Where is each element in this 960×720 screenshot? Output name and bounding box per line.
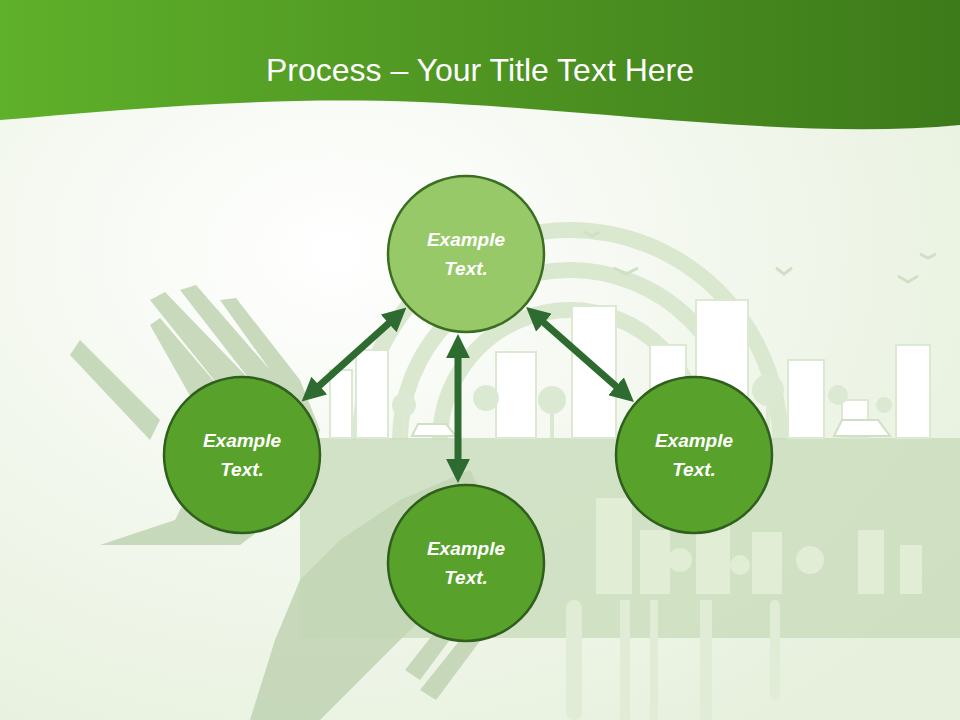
double-arrow bbox=[535, 315, 625, 394]
header-band bbox=[0, 0, 960, 129]
double-arrow bbox=[455, 346, 462, 471]
node-text: Example Text. bbox=[192, 426, 293, 484]
birds bbox=[584, 232, 936, 282]
process-circle: Example Text. bbox=[386, 483, 546, 643]
circle-shape bbox=[386, 174, 546, 334]
circle-shape bbox=[386, 483, 546, 643]
process-circle: Example Text. bbox=[386, 174, 546, 334]
node-text: Example Text. bbox=[644, 426, 745, 484]
circle-shape bbox=[614, 375, 774, 535]
circle-shape bbox=[162, 375, 322, 535]
process-circle: Example Text. bbox=[162, 375, 322, 535]
circle-outline bbox=[388, 176, 544, 332]
node-text: Example Text. bbox=[416, 225, 517, 283]
slide-title: Process – Your Title Text Here bbox=[0, 52, 960, 89]
stripes bbox=[566, 600, 780, 720]
circle-outline bbox=[164, 377, 320, 533]
circle-outline bbox=[388, 485, 544, 641]
circle-outline bbox=[616, 377, 772, 533]
node-text: Example Text. bbox=[416, 534, 517, 592]
double-arrow bbox=[310, 315, 397, 393]
process-circle: Example Text. bbox=[614, 375, 774, 535]
